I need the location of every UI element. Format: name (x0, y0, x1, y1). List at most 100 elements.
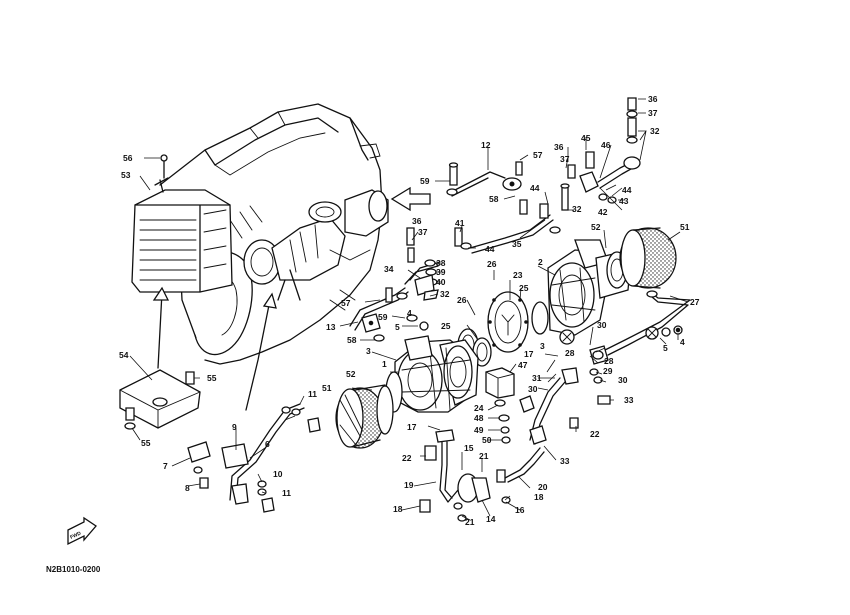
callout-59a: 59 (420, 176, 430, 186)
callout-33b: 33 (560, 456, 570, 466)
callout-44b: 44 (622, 185, 632, 195)
callout-53: 53 (121, 170, 131, 180)
callout-51a: 51 (680, 222, 690, 232)
callout-55b: 55 (141, 438, 151, 448)
callout-37a: 37 (648, 108, 658, 118)
forward-direction-icon: FWD (67, 516, 97, 546)
callout-21a: 21 (479, 451, 489, 461)
pipe-27 (604, 290, 691, 356)
callout-14: 14 (486, 514, 496, 524)
callout-44a: 44 (530, 183, 540, 193)
callout-47: 47 (518, 360, 528, 370)
callout-42: 42 (598, 207, 608, 217)
callout-10: 10 (273, 469, 283, 479)
leader-lines (129, 98, 689, 521)
callout-24: 24 (474, 403, 484, 413)
callout-35: 35 (512, 239, 522, 249)
callout-11a: 11 (308, 389, 317, 399)
mounted-turbo-assembly (243, 189, 389, 301)
callout-52a: 52 (591, 222, 601, 232)
callout-25a: 25 (519, 283, 529, 293)
callout-45: 45 (581, 133, 591, 143)
callout-39: 39 (436, 267, 446, 277)
callout-2: 2 (538, 257, 543, 267)
pipe-31 (504, 367, 579, 483)
callout-40: 40 (436, 277, 446, 287)
callout-12: 12 (481, 140, 491, 150)
callout-30c: 30 (528, 384, 538, 394)
callout-32c: 32 (440, 289, 450, 299)
callout-34: 34 (384, 264, 394, 274)
callout-27: 27 (690, 297, 700, 307)
callout-41: 41 (455, 218, 465, 228)
callout-30a: 30 (597, 320, 607, 330)
callout-52b: 52 (346, 369, 356, 379)
callout-58b: 58 (347, 335, 357, 345)
callout-26b: 26 (457, 295, 467, 305)
intake-silencer (131, 154, 233, 293)
callout-36c: 36 (412, 216, 422, 226)
callout-36b: 36 (554, 142, 564, 152)
callout-56: 56 (123, 153, 133, 163)
callout-55a: 55 (207, 373, 217, 383)
callout-21b: 21 (465, 517, 475, 527)
callout-4a: 4 (407, 308, 412, 318)
callout-20: 20 (538, 482, 548, 492)
callout-3a: 3 (540, 341, 545, 351)
callout-54: 54 (119, 350, 129, 360)
pipe-6 (187, 403, 321, 513)
direction-arrow (390, 186, 431, 212)
callout-25b: 25 (441, 321, 451, 331)
callout-37c: 37 (418, 227, 428, 237)
callout-29: 29 (603, 366, 613, 376)
callout-16: 16 (515, 505, 525, 515)
pipe-13 (349, 287, 429, 342)
guide-line-intake (157, 291, 163, 369)
oil-pipe-12 (446, 161, 523, 197)
callout-30b: 30 (618, 375, 628, 385)
pipe-19 (419, 429, 511, 522)
callout-4b: 4 (680, 337, 685, 347)
pipe-34 (404, 227, 472, 301)
callout-22a: 22 (590, 429, 600, 439)
callout-51b: 51 (322, 383, 332, 393)
callout-44c: 44 (485, 244, 495, 254)
pipe-46 (567, 97, 641, 204)
turbocharger-1 (385, 335, 479, 413)
callout-18b: 18 (393, 504, 403, 514)
callout-58a: 58 (489, 194, 499, 204)
callout-46: 46 (601, 140, 611, 150)
exhaust-flange-23 (487, 291, 549, 353)
callout-31: 31 (532, 373, 542, 383)
callout-57a: 57 (533, 150, 543, 160)
bracket-54 (119, 369, 201, 430)
callout-37b: 37 (560, 154, 570, 164)
callout-48: 48 (474, 413, 484, 423)
drawing-code: N2B1010-0200 (46, 565, 101, 574)
callout-17b: 17 (407, 422, 417, 432)
callout-28b: 28 (604, 356, 614, 366)
bracket-47 (485, 367, 515, 444)
callout-3b: 3 (366, 346, 371, 356)
callout-15: 15 (464, 443, 474, 453)
callout-49: 49 (474, 425, 484, 435)
callout-13: 13 (326, 322, 336, 332)
callout-9: 9 (232, 422, 237, 432)
callout-labels: 36 37 32 45 46 36 37 57 12 59 58 44 32 4… (119, 94, 700, 527)
callout-28a: 28 (565, 348, 575, 358)
callout-5a: 5 (395, 322, 400, 332)
fwd-label: FWD (69, 530, 82, 540)
callout-5b: 5 (663, 343, 668, 353)
callout-6: 6 (265, 439, 270, 449)
callout-11b: 11 (282, 488, 291, 498)
callout-38: 38 (436, 258, 446, 268)
callout-26a: 26 (487, 259, 497, 269)
callout-50: 50 (482, 435, 492, 445)
oil-pipe-35 (469, 183, 570, 254)
callout-33a: 33 (624, 395, 634, 405)
callout-17a: 17 (524, 349, 534, 359)
callout-7: 7 (163, 461, 168, 471)
callout-18a: 18 (534, 492, 544, 502)
air-filter-51-left (335, 384, 394, 449)
